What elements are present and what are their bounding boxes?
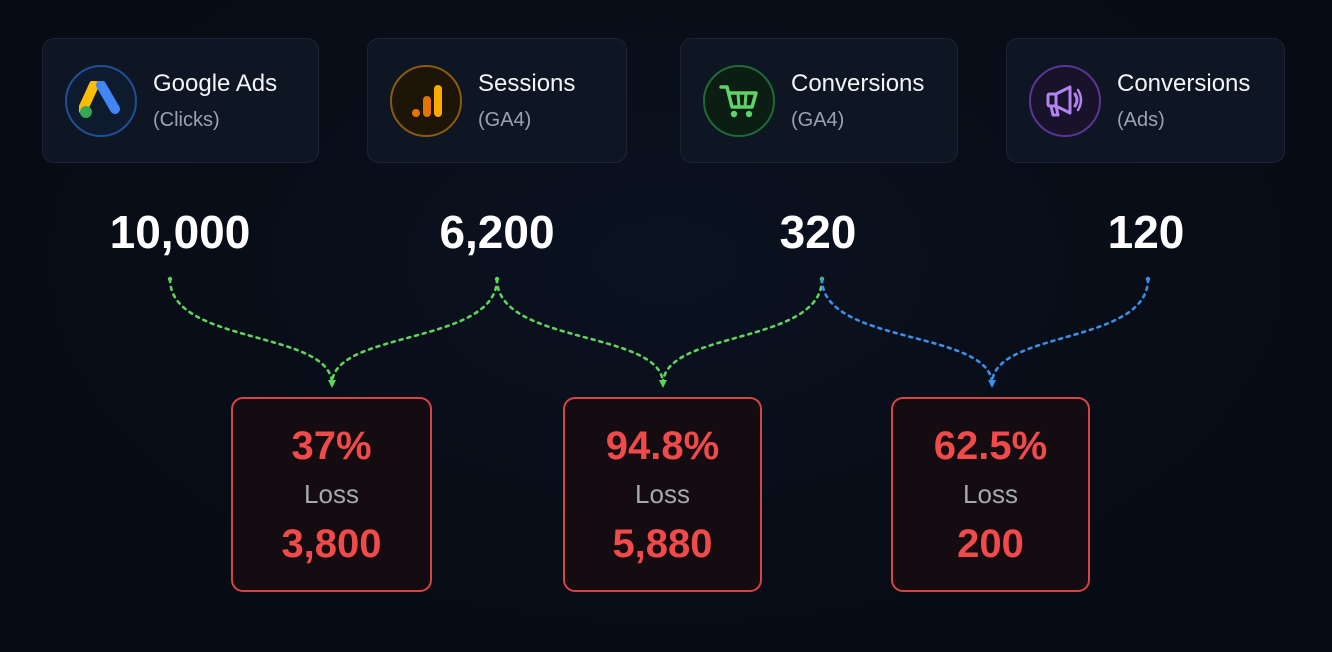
loss-amount: 3,800 [281, 522, 382, 566]
loss-label: Loss [304, 479, 359, 509]
metric-value-sessions: 6,200 [439, 206, 555, 258]
stage-title: Conversions [1117, 69, 1251, 97]
loss-amount: 200 [957, 522, 1024, 566]
loss-label: Loss [635, 479, 690, 509]
stage-title: Google Ads [153, 69, 278, 97]
stage-card-text: Sessions (GA4) [478, 69, 575, 133]
connector-sessions-to-conversions [495, 276, 825, 388]
connector-clicks-to-sessions [167, 276, 500, 388]
stage-title: Sessions [478, 69, 576, 97]
loss-amount: 5,880 [612, 522, 713, 566]
stage-card-conversions-ads: Conversions (Ads) [1006, 38, 1285, 163]
stage-title: Conversions [791, 69, 925, 97]
stage-subtitle: (GA4) [791, 108, 845, 131]
metric-value-google-ads-clicks: 10,000 [109, 206, 251, 258]
google-ads-icon-badge [65, 64, 137, 137]
metric-value-conversions-ads: 120 [1107, 206, 1185, 258]
loss-label: Loss [963, 479, 1018, 509]
analytics-bars-icon [412, 84, 442, 117]
loss-box-clicks-to-sessions: 37% Loss 3,800 [231, 397, 432, 592]
loss-box-ga4-to-ads-conversions: 62.5% Loss 200 [891, 397, 1090, 592]
stage-subtitle: (Clicks) [153, 108, 220, 131]
stage-card-google-ads-clicks: Google Ads (Clicks) [42, 38, 319, 163]
connector-ga4-to-ads-conversions [820, 276, 1151, 388]
megaphone-icon [1046, 85, 1083, 116]
metric-value-conversions-ga4: 320 [779, 206, 857, 258]
analytics-icon-badge [390, 64, 462, 137]
stage-card-conversions-ga4: Conversions (GA4) [680, 38, 958, 163]
stage-card-sessions-ga4: Sessions (GA4) [367, 38, 627, 163]
stage-card-text: Google Ads (Clicks) [153, 69, 277, 133]
loss-box-sessions-to-conversions: 94.8% Loss 5,880 [563, 397, 762, 592]
loss-percent: 37% [291, 424, 372, 468]
cart-icon-badge [703, 64, 775, 137]
stage-subtitle: (Ads) [1117, 108, 1165, 131]
stage-subtitle: (GA4) [478, 108, 532, 131]
loss-percent: 62.5% [933, 424, 1048, 468]
stage-card-text: Conversions (Ads) [1117, 69, 1250, 133]
stage-card-text: Conversions (GA4) [791, 69, 924, 133]
loss-percent: 94.8% [605, 424, 720, 468]
megaphone-icon-badge [1029, 64, 1101, 137]
shopping-cart-icon [719, 84, 758, 117]
google-ads-icon [79, 80, 120, 118]
